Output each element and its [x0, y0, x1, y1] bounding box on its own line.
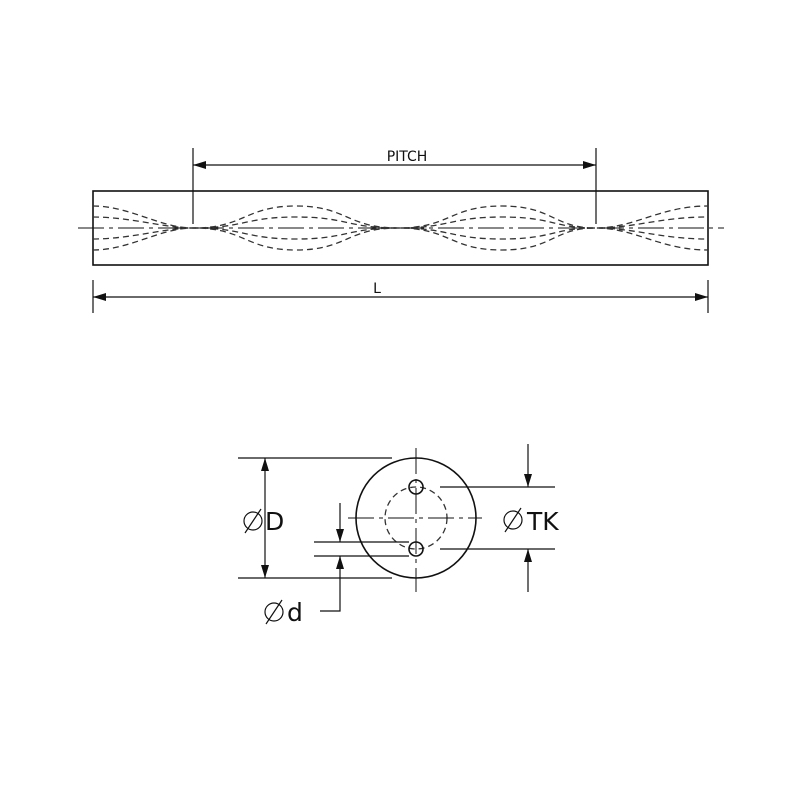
pitch-arrow-right — [583, 161, 596, 169]
hole-diameter-arrow-top — [336, 529, 344, 542]
pitch-dimension: PITCH — [192, 148, 597, 224]
hole-bottom — [408, 541, 424, 557]
diameter-symbol-icon — [264, 599, 284, 625]
helix-hidden-line-inner-a — [92, 216, 709, 229]
helix-hidden-line-outer-a — [92, 205, 709, 229]
diameter-symbol-icon — [503, 507, 523, 533]
length-arrow-right — [695, 293, 708, 301]
outer-diameter-arrow-bottom — [261, 565, 269, 578]
length-dimension: L — [92, 280, 709, 313]
outer-diameter-label: D — [265, 507, 284, 536]
hole-diameter-dimension: d — [264, 503, 409, 627]
side-view: PITCH L — [78, 148, 724, 313]
pitch-label: PITCH — [387, 149, 428, 165]
outer-diameter-dimension: D — [238, 457, 392, 579]
hole-diameter-arrow-bottom — [336, 556, 344, 569]
length-label: L — [373, 281, 381, 297]
bolt-circle-arrow-bottom — [524, 549, 532, 562]
length-arrow-left — [93, 293, 106, 301]
end-view: D TK d — [238, 444, 559, 627]
bolt-circle-arrow-top — [524, 474, 532, 487]
outer-diameter-arrow-top — [261, 458, 269, 471]
bolt-circle-label: TK — [526, 507, 559, 536]
pitch-arrow-left — [193, 161, 206, 169]
hole-top — [408, 479, 424, 495]
hole-diameter-leader-bottom — [320, 556, 341, 612]
bolt-circle-dimension: TK — [440, 444, 559, 592]
hole-diameter-label: d — [287, 598, 303, 627]
diameter-symbol-icon — [243, 508, 263, 534]
helix-hidden-line-inner-b — [92, 227, 709, 240]
helix-hidden-line-outer-b — [92, 227, 709, 251]
